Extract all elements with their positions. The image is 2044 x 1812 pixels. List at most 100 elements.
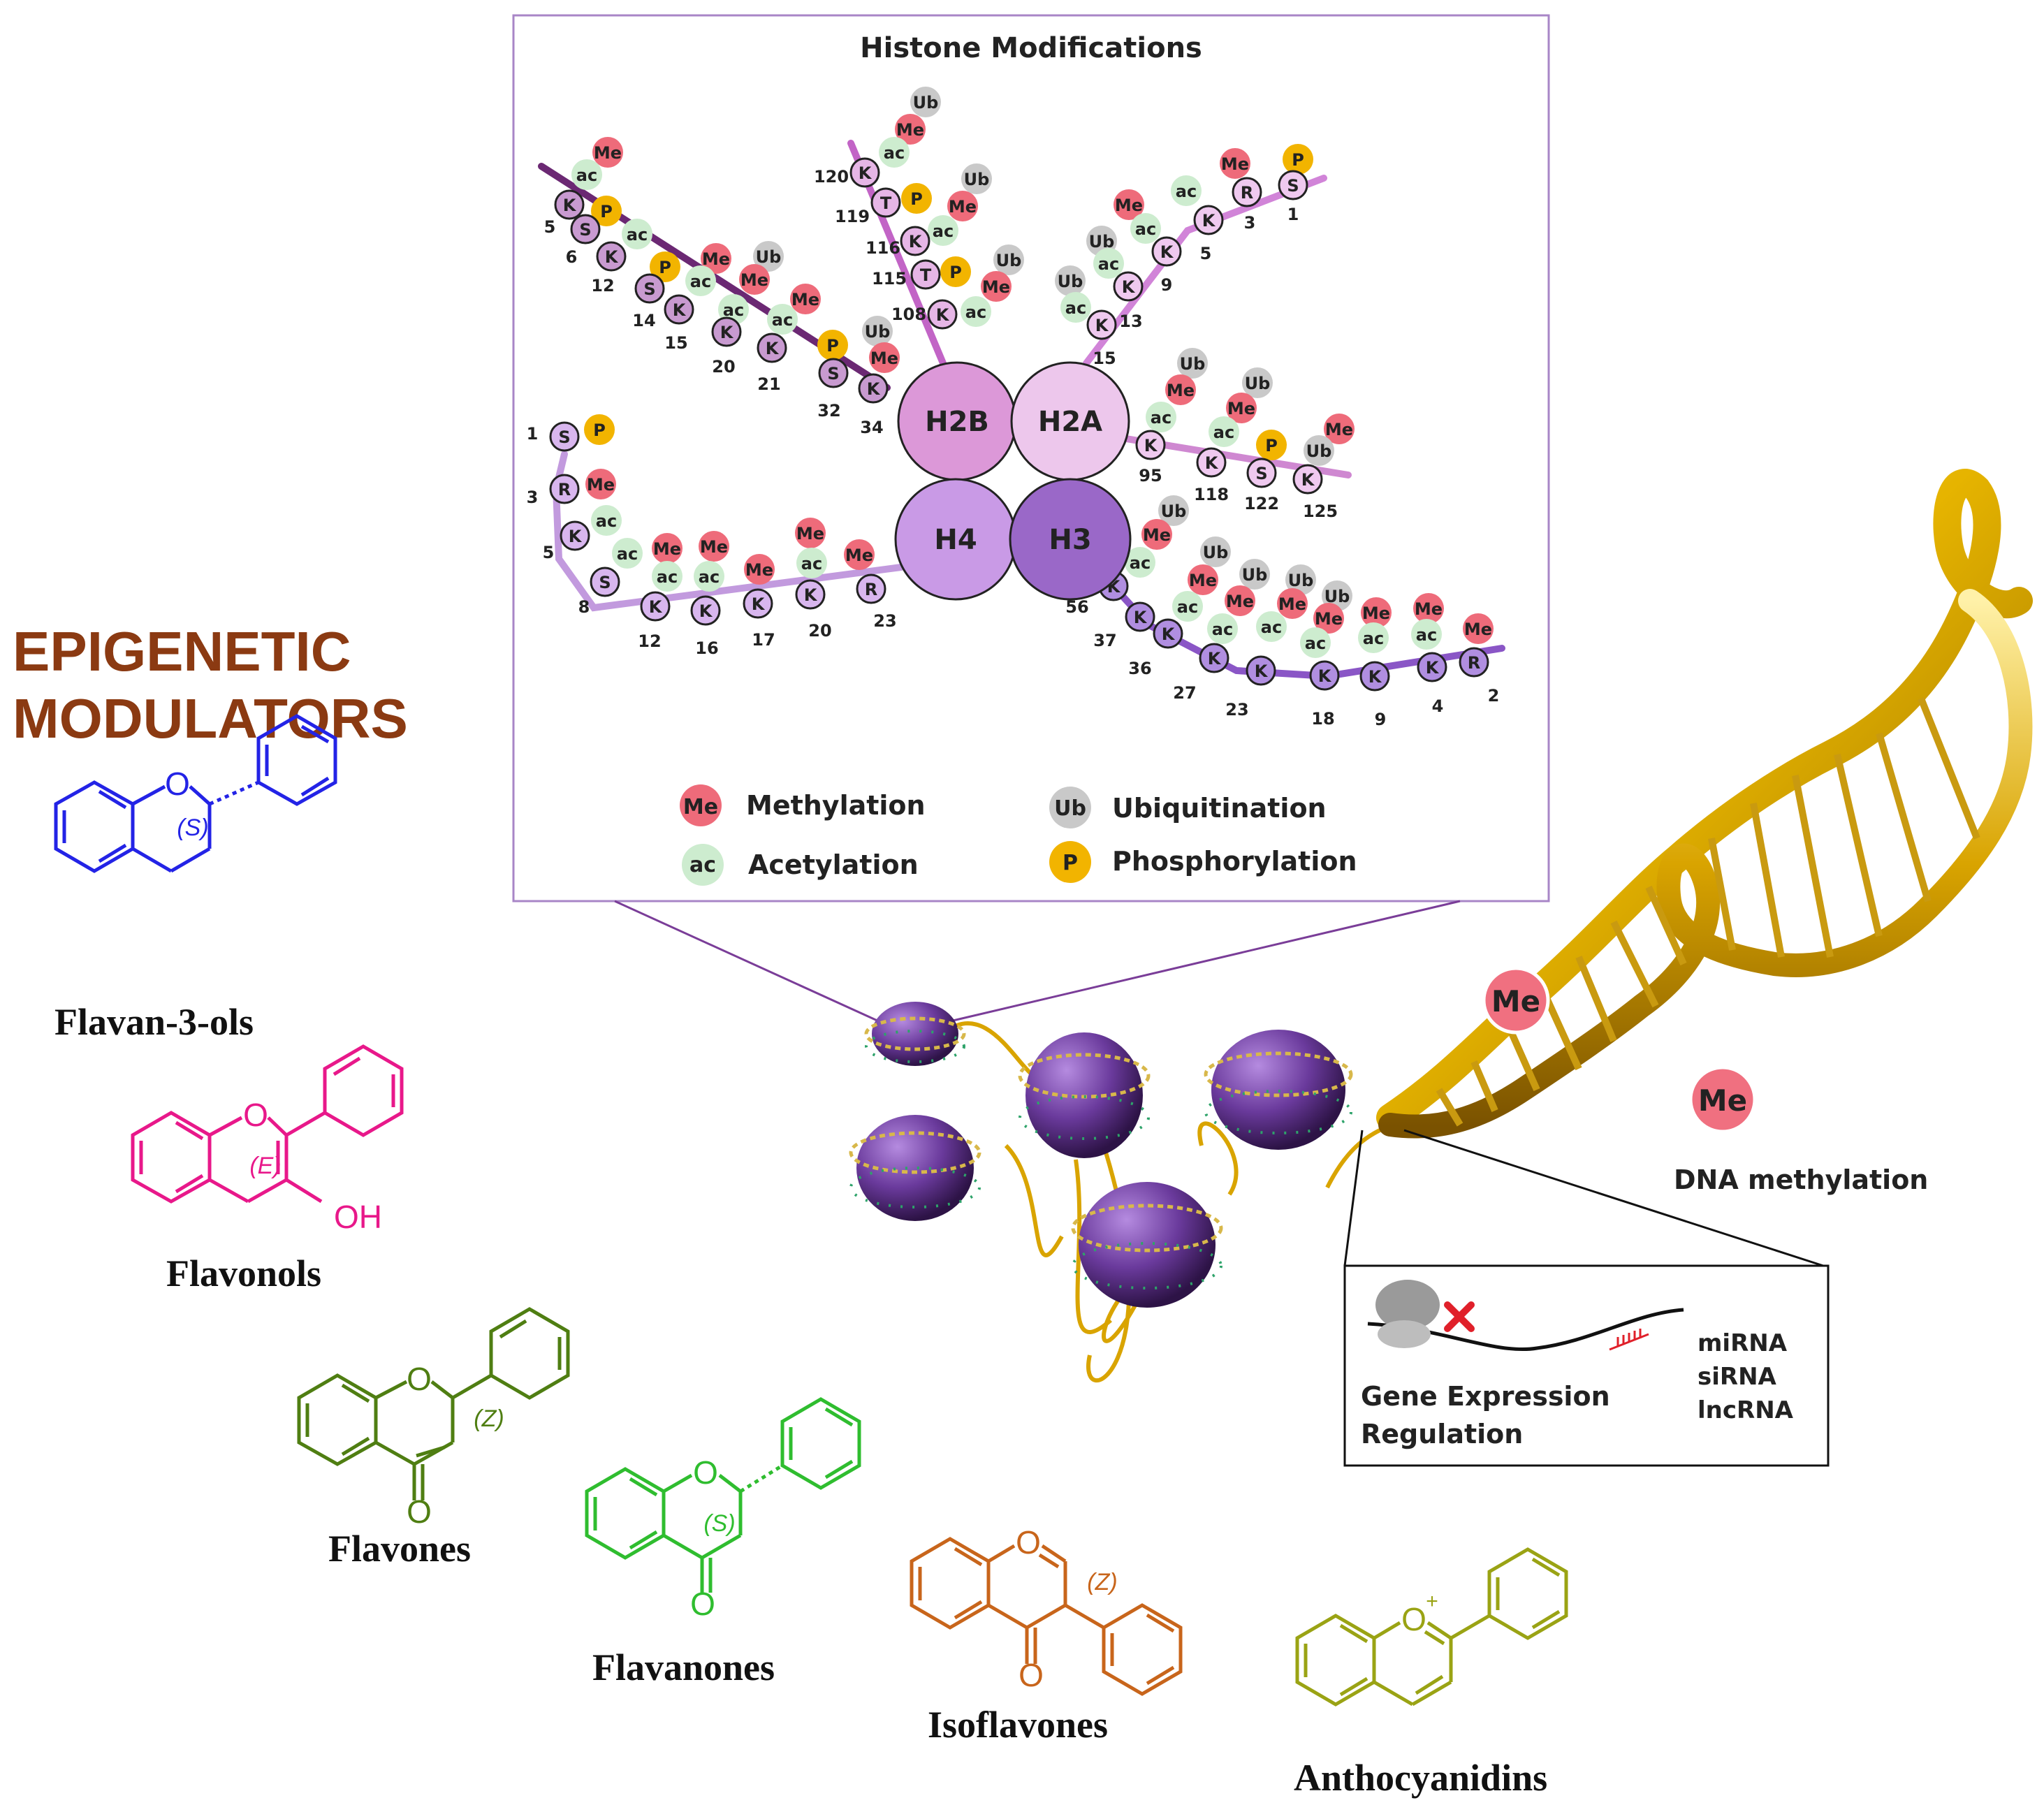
legend-p-badge xyxy=(1049,841,1091,883)
mark-h2a_n-4 xyxy=(1130,213,1161,244)
atom-o-flavanone: O xyxy=(693,1454,718,1491)
compound-name-flavanones: Flavanones xyxy=(592,1646,775,1688)
mark-h2b_c-4 xyxy=(947,191,978,221)
residue-h4-0 xyxy=(549,421,580,452)
structure-flavanones xyxy=(585,1397,861,1593)
structure-flavones xyxy=(297,1307,570,1500)
mark-h2b_upper-3 xyxy=(622,219,652,249)
mark-label-h3-16: ac xyxy=(1363,629,1384,648)
legend-methylation: Methylation xyxy=(746,790,926,821)
gene-box-title-1: Gene Expression xyxy=(1361,1381,1610,1412)
position-h2b_upper-8: 34 xyxy=(860,418,883,437)
residue-label-h2b_upper-3: S xyxy=(643,279,655,299)
mark-h3-6 xyxy=(1239,559,1270,590)
residue-label-h4-4: K xyxy=(649,597,663,617)
residue-h2b_upper-2 xyxy=(596,241,627,272)
mark-h2b_upper-10 xyxy=(790,284,821,314)
position-h3-7: 4 xyxy=(1432,696,1444,716)
mark-h4-6 xyxy=(699,531,729,562)
mark-h4-1 xyxy=(585,469,616,499)
mark-h3-4 xyxy=(1188,564,1218,595)
mark-label-h3-1: Me xyxy=(1143,525,1171,545)
rna-lncrna: lncRNA xyxy=(1698,1396,1794,1424)
residue-label-h4-1: R xyxy=(558,480,571,499)
mark-label-h2b_c-0: Ub xyxy=(913,93,939,112)
residue-label-h2b_c-2: K xyxy=(909,232,923,251)
mark-label-h2a_n-6: ac xyxy=(1098,254,1119,274)
position-h3-2: 36 xyxy=(1128,659,1151,678)
mark-label-h3-19: Me xyxy=(1464,620,1492,639)
block-x-icon xyxy=(1444,1301,1475,1332)
position-h2a_n-3: 9 xyxy=(1161,275,1173,295)
mark-label-h4-1: Me xyxy=(587,475,615,495)
mark-label-h2a_c-2: ac xyxy=(1151,408,1171,428)
dna-methylation-label: DNA methylation xyxy=(1674,1164,1928,1195)
position-h2b_c-0: 120 xyxy=(814,167,849,187)
mark-h2b_upper-7 xyxy=(753,241,784,272)
mark-h3-8 xyxy=(1207,613,1238,644)
residue-h4-5 xyxy=(690,595,721,626)
mark-h3-14 xyxy=(1300,627,1331,658)
substituent-oh: OH xyxy=(334,1199,382,1235)
residue-label-h2b_upper-4: K xyxy=(673,300,687,320)
position-h2b_upper-1: 6 xyxy=(566,247,578,267)
position-h3-3: 27 xyxy=(1173,683,1196,703)
position-h2b_upper-0: 5 xyxy=(544,217,556,237)
dna-strand-back xyxy=(1378,589,2033,1139)
ribosome-large xyxy=(1375,1280,1440,1330)
residue-h4-8 xyxy=(856,573,886,604)
position-h2a_c-3: 125 xyxy=(1303,502,1338,521)
residue-label-h4-8: R xyxy=(865,580,877,599)
residue-h3-4 xyxy=(1246,655,1276,686)
atom-o-flavone-keto: O xyxy=(407,1493,432,1530)
position-h2b_upper-2: 12 xyxy=(591,276,614,295)
mark-h3-19 xyxy=(1463,613,1494,644)
mark-label-h2b_c-2: ac xyxy=(884,143,905,163)
tail-h2a_n xyxy=(1083,175,1327,367)
mark-label-h2a_n-2: ac xyxy=(1176,182,1197,201)
zoom-line-right xyxy=(949,900,1461,1023)
residue-label-h3-7: K xyxy=(1426,658,1440,678)
residue-label-h2a_n-0: S xyxy=(1287,176,1299,196)
mark-label-h3-3: Ub xyxy=(1203,543,1229,562)
residue-label-h3-3: K xyxy=(1208,649,1222,668)
compound-name-isoflavones: Isoflavones xyxy=(928,1704,1109,1746)
mark-h3-9 xyxy=(1285,564,1316,595)
mark-label-h2b_c-9: Me xyxy=(982,277,1010,297)
mark-label-h2b_upper-11: ac xyxy=(772,310,793,330)
heading-line-1: EPIGENETIC xyxy=(13,620,351,682)
position-h2b_upper-7: 32 xyxy=(817,401,840,421)
histone-panel-title: Histone Modifications xyxy=(860,32,1202,64)
mark-h2a_c-3 xyxy=(1242,367,1273,398)
position-h4-4: 12 xyxy=(638,631,661,651)
residue-label-h4-0: S xyxy=(558,428,570,447)
mark-label-h4-5: ac xyxy=(657,567,678,587)
dna-double-helix: Me Me DNA methylation xyxy=(1376,469,2033,1195)
residue-h2b_upper-4 xyxy=(664,294,694,325)
mark-label-h2b_upper-0: Me xyxy=(594,143,622,163)
residue-h2a_n-2 xyxy=(1193,205,1224,235)
mark-h4-3 xyxy=(612,538,643,569)
mark-h4-5 xyxy=(652,561,682,592)
mark-h4-2 xyxy=(591,505,622,536)
mark-h2a_c-6 xyxy=(1256,430,1287,460)
mark-h3-15 xyxy=(1361,597,1392,628)
dna-me-mark-2 xyxy=(1688,1065,1757,1134)
mark-label-h4-6: Me xyxy=(700,537,728,557)
mark-label-h3-5: ac xyxy=(1177,597,1198,617)
mark-h2a_n-1 xyxy=(1220,148,1250,179)
atom-o-flavanone-keto: O xyxy=(690,1586,715,1622)
residue-h2a_c-3 xyxy=(1292,464,1323,495)
mark-label-h3-0: Ub xyxy=(1161,502,1187,521)
charge-plus: + xyxy=(1426,1590,1438,1613)
mark-h2b_upper-5 xyxy=(701,243,731,274)
mark-label-h2b_c-1: Me xyxy=(896,120,924,140)
residue-label-h2a_n-3: K xyxy=(1160,242,1174,262)
atom-o-isoflavone: O xyxy=(1016,1524,1041,1561)
mark-h2b_c-1 xyxy=(895,114,926,145)
residue-h4-4 xyxy=(640,591,671,622)
residue-label-h2b_upper-5: K xyxy=(720,323,734,342)
residue-h2a_c-2 xyxy=(1246,458,1277,488)
atom-o-flavone: O xyxy=(407,1361,432,1397)
gene-box-connector-right xyxy=(1403,1129,1824,1267)
